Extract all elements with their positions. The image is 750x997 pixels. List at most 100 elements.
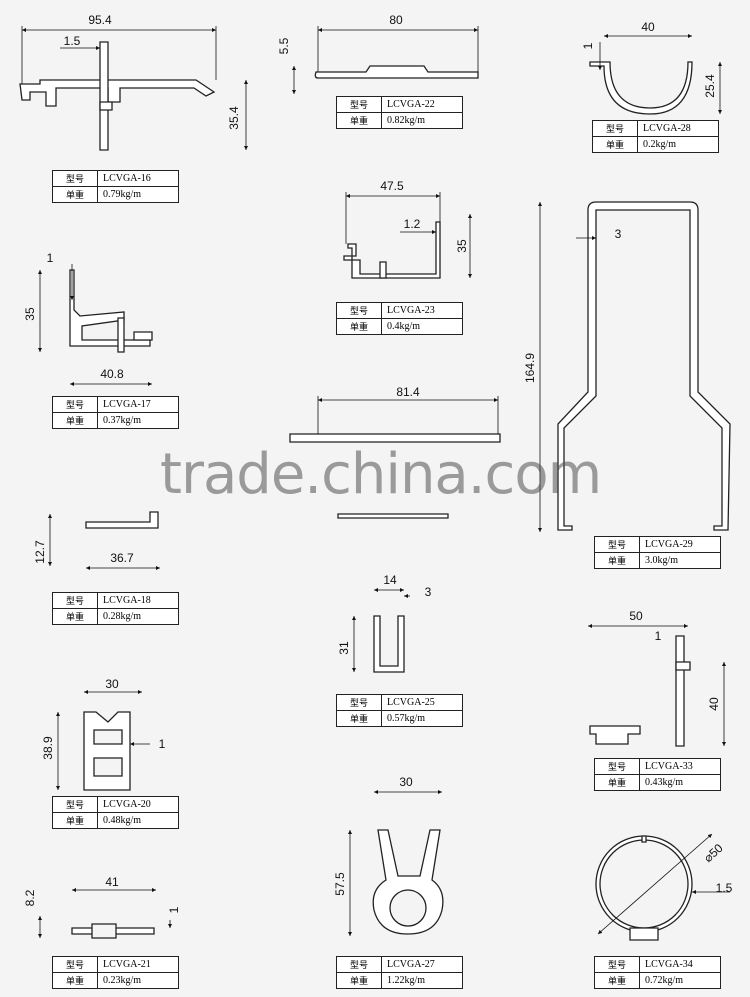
dim-lcvga-16-width: 95.4	[88, 13, 112, 27]
weight-value: 0.72kg/m	[639, 972, 721, 989]
watermark: trade.china.com	[160, 442, 602, 507]
model-value: LCVGA-28	[637, 120, 719, 137]
weight-label: 单重	[336, 710, 382, 727]
dim-lcvga-23-width: 47.5	[380, 179, 404, 193]
weight-label: 单重	[336, 972, 382, 989]
model-label: 型号	[594, 956, 640, 973]
weight-label: 单重	[336, 112, 382, 129]
weight-value: 0.79kg/m	[97, 186, 179, 203]
weight-label: 单重	[52, 412, 98, 429]
dim-lcvga-29-height: 164.9	[523, 353, 537, 383]
profile-lcvga-28-shape	[589, 61, 693, 115]
model-value: LCVGA-17	[97, 396, 179, 413]
weight-value: 3.0kg/m	[639, 552, 721, 569]
profile-lcvga-29-shape	[557, 201, 731, 531]
dim-lcvga-25-width: 14	[383, 573, 397, 587]
dim-lcvga-17-thickness: 1	[47, 251, 54, 265]
dimension-labels: 95.4 1.5 35.4 80 5.5 40 1 25.4 47.5 1.2 …	[23, 13, 733, 913]
dim-lcvga-29-thickness: 3	[615, 227, 622, 241]
model-value: LCVGA-29	[639, 536, 721, 553]
model-value: LCVGA-21	[97, 956, 179, 973]
profile-lcvga-25-shape	[373, 615, 405, 673]
model-value: LCVGA-16	[97, 170, 179, 187]
dim-lcvga-34-thickness: 1.5	[716, 881, 733, 895]
dim-lcvga-28-height: 25.4	[703, 74, 717, 98]
model-label: 型号	[336, 956, 382, 973]
dim-lcvga-28-width: 40	[641, 20, 655, 34]
model-label: 型号	[336, 694, 382, 711]
weight-value: 0.82kg/m	[381, 112, 463, 129]
dim-lcvga-28-thickness: 1	[581, 42, 595, 49]
profile-lcvga-21-shape	[71, 923, 155, 939]
dim-lcvga-17-width: 40.8	[100, 367, 124, 381]
profile-lcvga-23-shape	[343, 221, 441, 279]
model-label: 型号	[52, 396, 98, 413]
dim-lcvga-20-thickness: 1	[159, 737, 166, 751]
dim-lcvga-25-height: 31	[337, 641, 351, 655]
model-value: LCVGA-27	[381, 956, 463, 973]
profile-lcvga-18-shape	[85, 511, 159, 529]
model-value: LCVGA-20	[97, 796, 179, 813]
weight-value: 0.37kg/m	[97, 412, 179, 429]
weight-label: 单重	[52, 972, 98, 989]
dim-lcvga-23-thickness: 1.2	[404, 217, 421, 231]
model-label: 型号	[592, 120, 638, 137]
model-label: 型号	[52, 956, 98, 973]
model-label: 型号	[52, 796, 98, 813]
weight-value: 0.57kg/m	[381, 710, 463, 727]
profile-lcvga-27-shape	[372, 829, 444, 935]
weight-value: 1.22kg/m	[381, 972, 463, 989]
weight-value: 0.4kg/m	[381, 318, 463, 335]
dim-lcvga-22-width: 80	[389, 13, 403, 27]
dim-lcvga-17-height: 35	[23, 307, 37, 321]
dim-lcvga-27-height: 57.5	[333, 872, 347, 896]
model-label: 型号	[594, 758, 640, 775]
weight-label: 单重	[594, 552, 640, 569]
dim-lcvga-23-height: 35	[455, 239, 469, 253]
model-label: 型号	[52, 170, 98, 187]
dim-lcvga-22-height: 5.5	[277, 37, 291, 54]
dim-lcvga-34-diameter: ⌀50	[701, 841, 726, 865]
dim-lcvga-20-height: 38.9	[41, 736, 55, 760]
profile-lcvga-22-shape	[314, 65, 479, 79]
profile-lcvga-33-shape	[589, 635, 691, 747]
weight-label: 单重	[52, 812, 98, 829]
model-label: 型号	[336, 96, 382, 113]
dim-lcvga-18-width: 36.7	[110, 551, 134, 565]
dim-lcvga-33-width: 50	[629, 609, 643, 623]
model-value: LCVGA-33	[639, 758, 721, 775]
model-value: LCVGA-22	[381, 96, 463, 113]
profile-lcvga-17-shape	[69, 269, 153, 353]
dim-lcvga-16-thickness: 1.5	[64, 34, 81, 48]
profile-lcvga-34-shape	[595, 835, 693, 941]
dim-lcvga-20-width: 30	[105, 677, 119, 691]
weight-label: 单重	[594, 774, 640, 791]
weight-label: 单重	[592, 136, 638, 153]
weight-label: 单重	[52, 186, 98, 203]
dim-center-width: 81.4	[396, 385, 420, 399]
weight-label: 单重	[52, 608, 98, 625]
dim-lcvga-21-width: 41	[105, 875, 119, 889]
profile-center-shape	[289, 433, 501, 519]
weight-label: 单重	[336, 318, 382, 335]
dim-lcvga-25-thickness: 3	[425, 585, 432, 599]
model-value: LCVGA-25	[381, 694, 463, 711]
weight-value: 0.2kg/m	[637, 136, 719, 153]
weight-value: 0.43kg/m	[639, 774, 721, 791]
model-value: LCVGA-34	[639, 956, 721, 973]
weight-label: 单重	[594, 972, 640, 989]
weight-value: 0.23kg/m	[97, 972, 179, 989]
dim-lcvga-27-width: 30	[399, 775, 413, 789]
profile-lcvga-20-shape	[83, 711, 131, 791]
